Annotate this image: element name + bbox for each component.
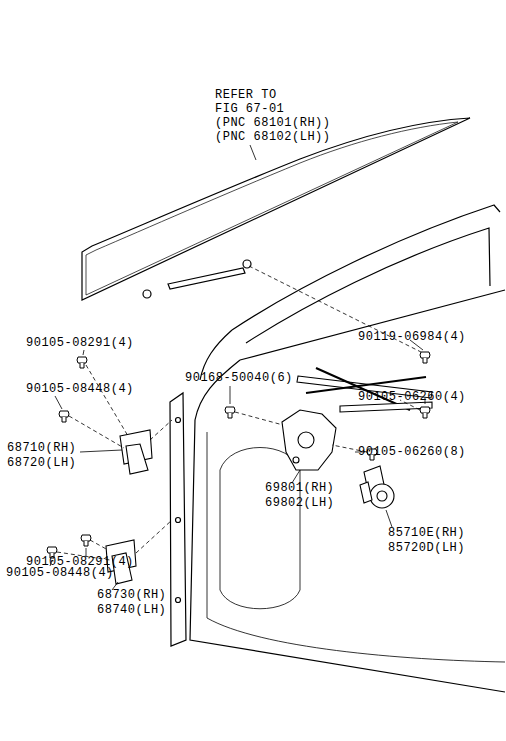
- leader-line-part: [230, 386, 231, 404]
- part-label: 68740(LH): [97, 603, 166, 617]
- leader-line: [50, 145, 425, 590]
- bolt-symbol-part: [225, 407, 235, 418]
- dashed-leader-part: [235, 412, 283, 425]
- door-panel-part: [176, 518, 181, 523]
- part-label: (PNC 68101(RH)): [215, 116, 331, 130]
- part-label: 68730(RH): [97, 588, 166, 602]
- leader-line-part: [80, 450, 122, 452]
- door-glass: [82, 118, 470, 300]
- part-label: 85710E(RH): [388, 526, 465, 540]
- door-panel-part: [176, 598, 181, 603]
- door-panel-part: [190, 360, 505, 692]
- part-label: 69802(LH): [265, 496, 334, 510]
- part-label: 68710(RH): [7, 441, 76, 455]
- bolt-symbol-part: [420, 352, 430, 363]
- door-glass-part: [168, 268, 245, 289]
- door-panel-part: [232, 205, 500, 330]
- dashed-leader-part: [136, 520, 172, 553]
- door-panel-part: [176, 418, 181, 423]
- part-label: (PNC 68102(LH)): [215, 130, 331, 144]
- part-label: 85720D(LH): [388, 541, 465, 555]
- door-glass-part: [143, 290, 151, 298]
- window-regulator-part: [298, 432, 314, 448]
- door-panel-part: [240, 290, 505, 360]
- part-label: 90105-06260(4): [358, 390, 466, 404]
- window-regulator-part: [293, 457, 299, 463]
- bolt-symbol-part: [420, 407, 430, 418]
- door-panel-part: [207, 432, 505, 662]
- dashed-leader-part: [150, 420, 172, 440]
- window-motor-part: [370, 484, 394, 508]
- door-panel: [170, 205, 505, 692]
- part-label: 90105-08291(4): [26, 336, 134, 350]
- dashed-leader: [57, 266, 421, 560]
- bolt-symbol-part: [77, 357, 87, 368]
- door-panel-part: [220, 448, 300, 609]
- bolt-symbol-part: [81, 535, 91, 546]
- window-regulator-part: [282, 410, 336, 470]
- leader-line-part: [86, 548, 87, 556]
- dashed-leader-part: [69, 416, 124, 448]
- bolt-symbol-part: [59, 411, 69, 422]
- part-label: REFER TO: [215, 88, 277, 102]
- door-panel-part: [170, 393, 186, 646]
- door-glass-part: [86, 122, 458, 295]
- part-label: 90105-06260(8): [358, 445, 466, 459]
- door-glass-part: [82, 118, 470, 300]
- leader-line-part: [250, 145, 256, 160]
- window-motor: [360, 466, 394, 508]
- part-label: 90119-06984(4): [358, 330, 466, 344]
- leader-line-part: [83, 350, 84, 355]
- part-label: 90105-08448(4): [26, 382, 134, 396]
- part-label: 90105-08448(4): [6, 566, 114, 580]
- door-hinge-part: [126, 444, 148, 474]
- part-label: 68720(LH): [7, 456, 76, 470]
- leader-line-part: [386, 510, 392, 527]
- dashed-leader-part: [90, 540, 108, 550]
- leader-line-part: [55, 396, 62, 409]
- window-motor-part: [377, 491, 387, 501]
- part-label: 90168-50040(6): [185, 371, 293, 385]
- part-label: FIG 67-01: [215, 102, 284, 116]
- window-motor-part: [360, 482, 372, 503]
- dashed-leader-part: [86, 365, 128, 436]
- part-label: 69801(RH): [265, 481, 334, 495]
